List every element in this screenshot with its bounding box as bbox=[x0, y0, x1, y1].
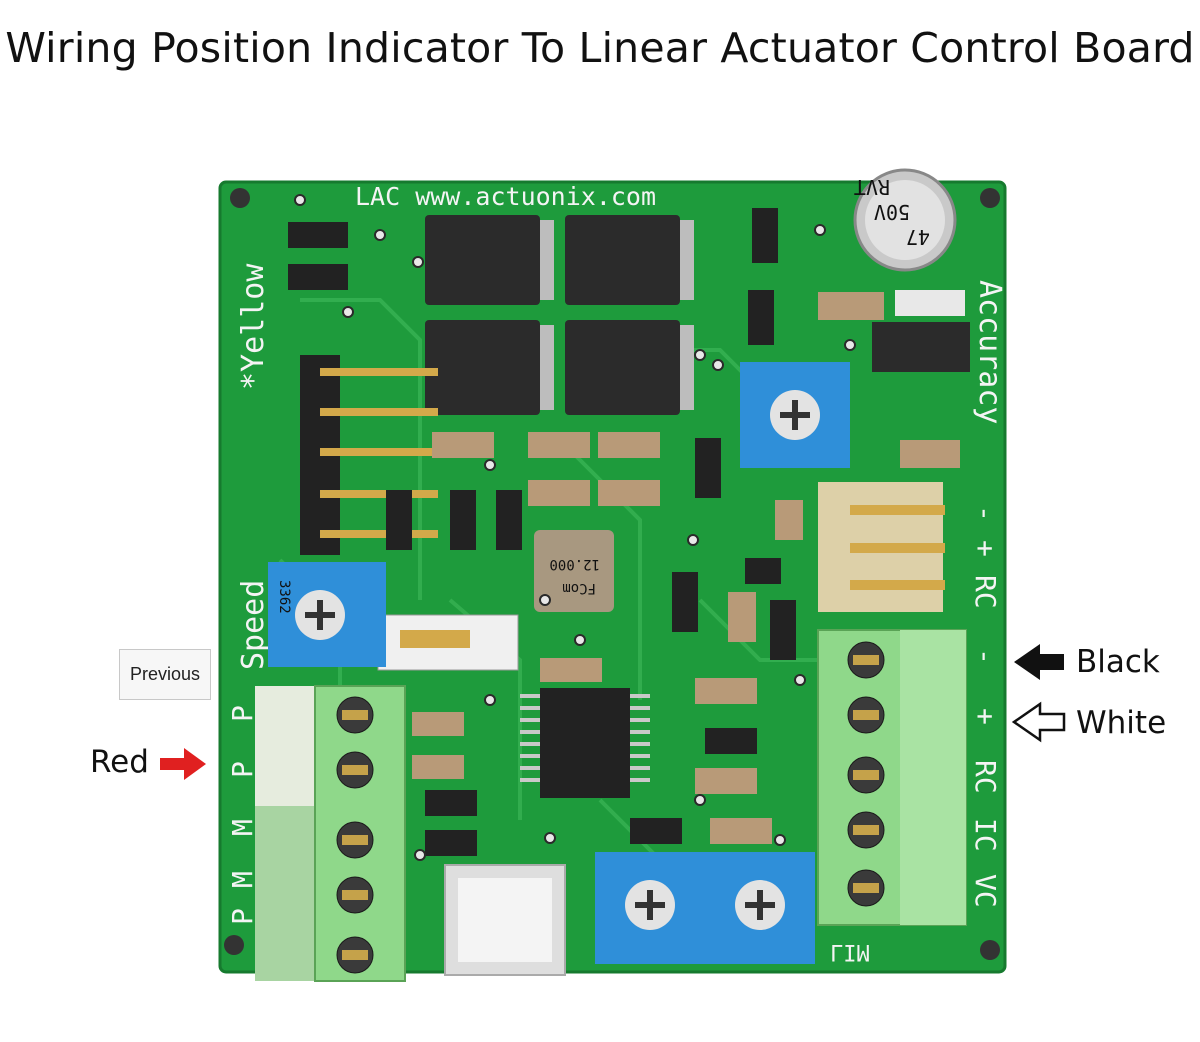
speed-label: Speed bbox=[236, 580, 271, 670]
right-upper-pin-label: - bbox=[969, 505, 1002, 522]
right-lower-pin-label: RC bbox=[969, 760, 1002, 794]
lim-label: LIM bbox=[830, 939, 870, 964]
right-upper-pin-label: RC bbox=[969, 575, 1002, 609]
servo-connector bbox=[818, 482, 945, 612]
right-terminal-block bbox=[817, 629, 967, 926]
previous-button[interactable]: Previous bbox=[119, 649, 211, 700]
right-lower-pin-label: - bbox=[969, 648, 1002, 665]
page-title: Wiring Position Indicator To Linear Actu… bbox=[5, 24, 1195, 72]
potentiometer-speed: 3362 bbox=[268, 562, 386, 667]
smd-resistors bbox=[288, 208, 796, 856]
crystal-text: 12.000 bbox=[549, 556, 600, 572]
left-pin-label: M bbox=[226, 871, 259, 888]
potentiometer-bottom-left bbox=[595, 852, 705, 964]
white-callout-label: White bbox=[1076, 705, 1167, 741]
red-callout-label: Red bbox=[90, 744, 149, 780]
white-arrow-icon bbox=[1011, 701, 1066, 743]
mounting-holes bbox=[224, 188, 1000, 960]
accuracy-label: Accuracy bbox=[972, 280, 1007, 425]
capacitor-text: 47 bbox=[906, 225, 930, 249]
left-terminal-block bbox=[255, 685, 406, 982]
pin-header bbox=[300, 355, 438, 555]
crystal-text: FCom bbox=[562, 580, 596, 596]
crystal-oscillator: 12.000 FCom bbox=[534, 530, 614, 612]
main-ic bbox=[520, 688, 650, 798]
left-pin-label: P bbox=[226, 761, 259, 778]
pot-text: 3362 bbox=[276, 580, 292, 614]
right-lower-pin-label: + bbox=[969, 708, 1002, 725]
left-pin-label: P bbox=[226, 908, 259, 925]
vias bbox=[294, 194, 856, 861]
black-callout-label: Black bbox=[1076, 644, 1160, 680]
black-arrow-icon bbox=[1014, 644, 1064, 680]
usb-connector bbox=[444, 864, 566, 976]
right-upper-pin-label: + bbox=[969, 540, 1002, 557]
left-pin-label: M bbox=[226, 819, 259, 836]
yellow-label: *Yellow bbox=[236, 263, 271, 390]
capacitor-text: 50V bbox=[874, 200, 910, 224]
board-header-text: LAC www.actuonix.com bbox=[355, 182, 656, 211]
potentiometer-accuracy bbox=[740, 362, 850, 468]
left-pin-label: P bbox=[226, 705, 259, 722]
potentiometer-bottom-right bbox=[705, 852, 815, 964]
smd-capacitors bbox=[412, 292, 960, 844]
voltage-regulator bbox=[872, 322, 970, 372]
right-lower-pin-label: VC bbox=[969, 874, 1002, 908]
ribbon-connector bbox=[377, 614, 519, 671]
electrolytic-capacitor: RVT 50V 47 bbox=[853, 168, 957, 272]
right-lower-pin-label: IC bbox=[969, 818, 1002, 852]
mosfet-group bbox=[425, 215, 694, 415]
capacitor-text: RVT bbox=[854, 175, 890, 199]
diode bbox=[895, 290, 965, 316]
red-arrow-icon bbox=[160, 748, 206, 780]
